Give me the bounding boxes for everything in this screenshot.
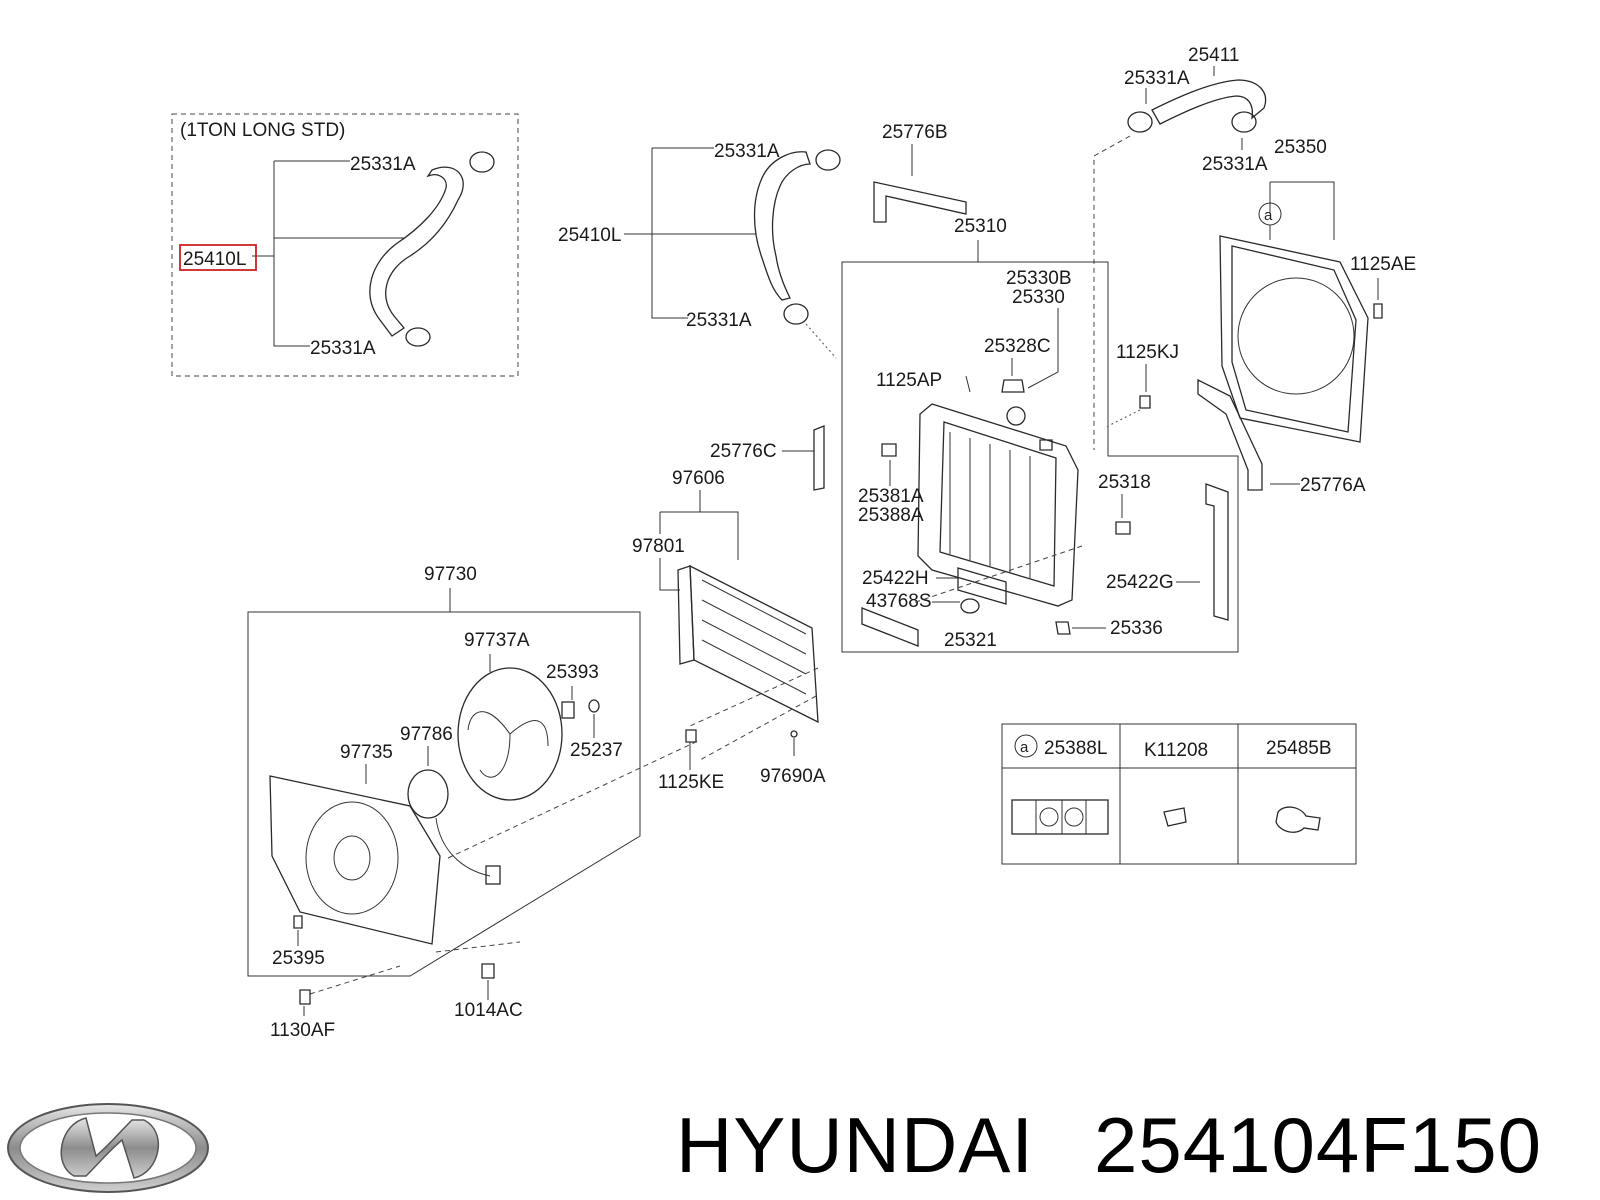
legend-header-K11208: K11208 xyxy=(1144,740,1208,761)
fan-shroud-97735 xyxy=(269,775,441,945)
bolt-1130AF xyxy=(299,989,311,1005)
seal-25422G xyxy=(1205,483,1229,621)
fan-shroud-shape xyxy=(1219,235,1369,443)
label-97786: 97786 xyxy=(400,724,453,745)
seal-25776A xyxy=(1197,378,1263,491)
selected-part-highlight xyxy=(179,244,257,271)
fan-motor-97786 xyxy=(407,769,449,819)
label-variant-hose[interactable]: 25410L xyxy=(183,249,246,270)
side-seals-group: 25776C 25776A xyxy=(710,378,1366,496)
radiator-core xyxy=(917,403,1079,607)
label-25330B: 25330B xyxy=(1006,268,1072,289)
label-25331A-lower: 25331A xyxy=(686,310,752,331)
cap-25330 xyxy=(1001,379,1025,393)
drain-plug-25381A xyxy=(881,443,897,457)
seal-25422H xyxy=(957,567,1007,605)
lower-clamp-left xyxy=(1127,111,1153,133)
hyundai-logo xyxy=(7,1103,209,1193)
label-1125AE: 1125AE xyxy=(1350,254,1416,275)
fan-blade-97737A xyxy=(457,667,563,801)
nut-25336 xyxy=(1055,621,1071,635)
connector-25485B-icon xyxy=(1275,806,1321,833)
upper-hose-shape xyxy=(753,151,811,301)
part-43768S xyxy=(960,598,980,614)
label-variant-clamp-top: 25331A xyxy=(350,154,416,175)
variant-box-title: (1TON LONG STD) xyxy=(180,120,345,141)
label-97690A: 97690A xyxy=(760,766,826,787)
label-25318: 25318 xyxy=(1098,472,1151,493)
label-25237: 25237 xyxy=(570,740,623,761)
fan-assembly-group: 97730 97737A 25393 25237 97786 97735 253… xyxy=(247,564,701,1041)
radiator-filler-neck xyxy=(1006,406,1026,426)
lower-hose-shape xyxy=(1151,79,1267,125)
label-1130AF: 1130AF xyxy=(270,1020,335,1041)
label-25331A-top: 25331A xyxy=(1124,68,1190,89)
label-97801: 97801 xyxy=(632,536,685,557)
lower-hose-group: 25411 25331A 25331A xyxy=(1093,45,1268,450)
label-25393: 25393 xyxy=(546,662,599,683)
part-25393 xyxy=(561,701,575,719)
label-25331A-upper: 25331A xyxy=(714,141,780,162)
label-25395: 25395 xyxy=(272,948,325,969)
label-25776B: 25776B xyxy=(882,122,948,143)
label-25411: 25411 xyxy=(1188,45,1239,66)
bolt-1125KE xyxy=(685,729,697,743)
label-97606: 97606 xyxy=(672,468,725,489)
bolt-1125AE xyxy=(1373,303,1383,319)
seal-25776C xyxy=(813,425,825,491)
label-25422G: 25422G xyxy=(1106,572,1174,593)
lower-clamp-right xyxy=(1231,111,1257,133)
brand-name: HYUNDAI xyxy=(676,1101,1035,1189)
label-25422H: 25422H xyxy=(862,568,929,589)
label-1125KE: 1125KE xyxy=(658,772,724,793)
label-97735: 97735 xyxy=(340,742,393,763)
condenser-group: 97606 97801 1125KE 97690A xyxy=(632,468,826,793)
warning-label-icon xyxy=(1011,799,1109,835)
part-25318 xyxy=(1115,521,1131,535)
label-97730: 97730 xyxy=(424,564,477,585)
part-number: 254104F150 xyxy=(1094,1101,1543,1189)
label-variant-clamp-bottom: 25331A xyxy=(310,338,376,359)
upper-hose-group: 25331A 25410L 25331A xyxy=(558,141,841,359)
label-25331A-right: 25331A xyxy=(1202,154,1268,175)
legend-marker-a: a xyxy=(1020,739,1029,756)
label-1125KJ: 1125KJ xyxy=(1116,342,1179,363)
label-25381A: 25381A xyxy=(858,486,924,507)
label-25321: 25321 xyxy=(944,630,997,651)
legend-header-25388L: 25388L xyxy=(1044,738,1107,759)
label-25336: 25336 xyxy=(1110,618,1163,639)
variant-hose-shape xyxy=(369,166,464,337)
fan-shroud-group: 25350 a 1125AE xyxy=(1219,137,1416,443)
seal-25321 xyxy=(861,607,919,647)
bolt-1014AC xyxy=(481,963,495,979)
legend-header-25485B: 25485B xyxy=(1266,738,1332,759)
fan-assembly-frame xyxy=(247,611,641,977)
seal-25776B xyxy=(873,181,967,223)
bolt-1125KJ xyxy=(1139,395,1151,409)
label-1125AP: 1125AP xyxy=(876,370,942,391)
seal-25776B-group: 25776B xyxy=(873,122,967,223)
label-25330: 25330 xyxy=(1012,287,1065,308)
label-25310: 25310 xyxy=(954,216,1007,237)
label-97737A: 97737A xyxy=(464,630,530,651)
variant-box: (1TON LONG STD) 25331A 25410L 25331A xyxy=(171,113,519,377)
upper-clamp-bottom xyxy=(783,303,809,325)
marker-a-label: a xyxy=(1264,207,1273,224)
label-43768S: 43768S xyxy=(866,591,932,612)
label-25776A: 25776A xyxy=(1300,475,1366,496)
label-25776C: 25776C xyxy=(710,441,777,462)
radiator-group-frame xyxy=(841,261,1239,653)
label-25388A: 25388A xyxy=(858,505,924,526)
label-25350: 25350 xyxy=(1274,137,1327,158)
label-25328C: 25328C xyxy=(984,336,1051,357)
variant-clamp-top-shape xyxy=(469,151,495,173)
label-1014AC: 1014AC xyxy=(454,1000,523,1021)
radiator-group: 25310 25330B 25330 25328C 1125AP 1125KJ … xyxy=(841,216,1239,653)
upper-clamp-top xyxy=(815,149,841,171)
clip-K11208-icon xyxy=(1163,807,1187,827)
label-25410L: 25410L xyxy=(558,225,621,246)
legend-table: a 25388L K11208 25485B xyxy=(1001,723,1357,865)
variant-clamp-bottom-shape xyxy=(405,327,431,347)
